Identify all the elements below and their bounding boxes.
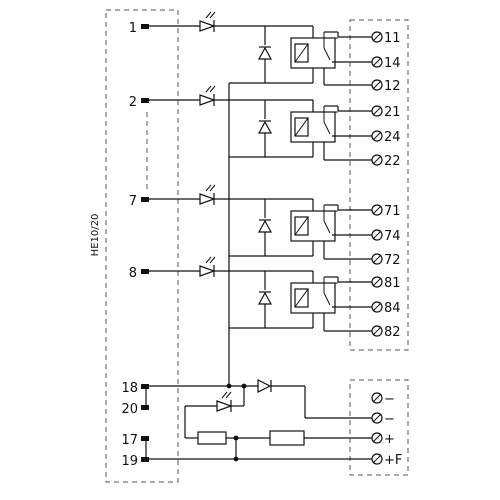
terminal-screw-icon	[371, 276, 383, 288]
relay-1: 11 14 12	[290, 31, 401, 94]
relay-7: 71 74 72	[290, 204, 401, 268]
input-pin-label: 7	[129, 194, 137, 209]
pin-terminal	[141, 269, 149, 274]
input-pin-label: 2	[129, 95, 137, 110]
power-pin-label: 19	[121, 454, 138, 469]
led-icon	[216, 391, 233, 412]
relay-terminal-boundary	[349, 19, 409, 351]
power-section: 18 20 17 19	[121, 379, 402, 469]
led-icon	[199, 256, 216, 277]
terminal-label: 81	[384, 276, 401, 291]
terminal-screw-icon	[371, 154, 383, 166]
power-terminal-label: −	[384, 392, 395, 407]
terminal-screw-icon	[371, 204, 383, 216]
terminal-screw-icon	[371, 79, 383, 91]
terminal-screw-icon	[371, 56, 383, 68]
module-boundary	[105, 9, 179, 483]
led-icon	[199, 11, 216, 32]
terminal-label: 82	[384, 325, 401, 340]
terminal-screw-icon	[371, 412, 383, 424]
fuse-icon	[269, 430, 305, 446]
terminal-label: 14	[384, 56, 401, 71]
terminal-screw-icon	[371, 130, 383, 142]
input-pin-label: 1	[129, 21, 137, 36]
power-pin-label: 18	[121, 381, 138, 396]
diode-icon	[257, 291, 273, 305]
input-channel-7: 7	[129, 184, 314, 256]
pin-terminal	[141, 197, 149, 202]
module-label: HE10/20	[90, 214, 101, 257]
terminal-label: 21	[384, 105, 401, 120]
pin-terminal	[141, 98, 149, 103]
terminal-label: 24	[384, 130, 401, 145]
terminal-label: 72	[384, 253, 401, 268]
terminal-label: 12	[384, 79, 401, 94]
diode-icon	[257, 219, 273, 233]
pin-terminal	[141, 457, 149, 462]
input-channel-8: 8	[129, 256, 314, 328]
terminal-screw-icon	[371, 105, 383, 117]
terminal-label: 11	[384, 31, 401, 46]
diode-icon	[257, 379, 272, 393]
terminal-label: 71	[384, 204, 401, 219]
pin-terminal	[141, 405, 149, 410]
terminal-screw-icon	[371, 229, 383, 241]
relay-coil-icon	[290, 111, 336, 143]
relay-2: 21 24 22	[290, 105, 401, 169]
terminal-screw-icon	[371, 31, 383, 43]
led-icon	[199, 184, 216, 205]
terminal-label: 74	[384, 229, 401, 244]
led-icon	[199, 85, 216, 106]
terminal-screw-icon	[371, 453, 383, 465]
power-terminal-label: +F	[384, 453, 402, 468]
resistor-icon	[197, 431, 227, 445]
relay-8: 81 84 82	[290, 276, 401, 340]
power-pin-label: 17	[121, 433, 138, 448]
input-channel-1: 1	[129, 11, 314, 83]
terminal-label: 22	[384, 154, 401, 169]
terminal-screw-icon	[371, 325, 383, 337]
input-pin-label: 8	[129, 266, 137, 281]
input-channel-2: 2	[129, 85, 314, 157]
terminal-label: 84	[384, 301, 401, 316]
diode-icon	[257, 46, 273, 60]
terminal-screw-icon	[371, 253, 383, 265]
pin-terminal	[141, 24, 149, 29]
terminal-screw-icon	[371, 432, 383, 444]
pin-terminal	[141, 384, 149, 389]
power-terminal-boundary	[349, 379, 409, 476]
power-pin-label: 20	[121, 402, 138, 417]
terminal-screw-icon	[371, 392, 383, 404]
terminal-screw-icon	[371, 301, 383, 313]
diode-icon	[257, 120, 273, 134]
power-terminal-label: −	[384, 412, 395, 427]
power-terminal-label: +	[384, 432, 395, 447]
pin-terminal	[141, 436, 149, 441]
